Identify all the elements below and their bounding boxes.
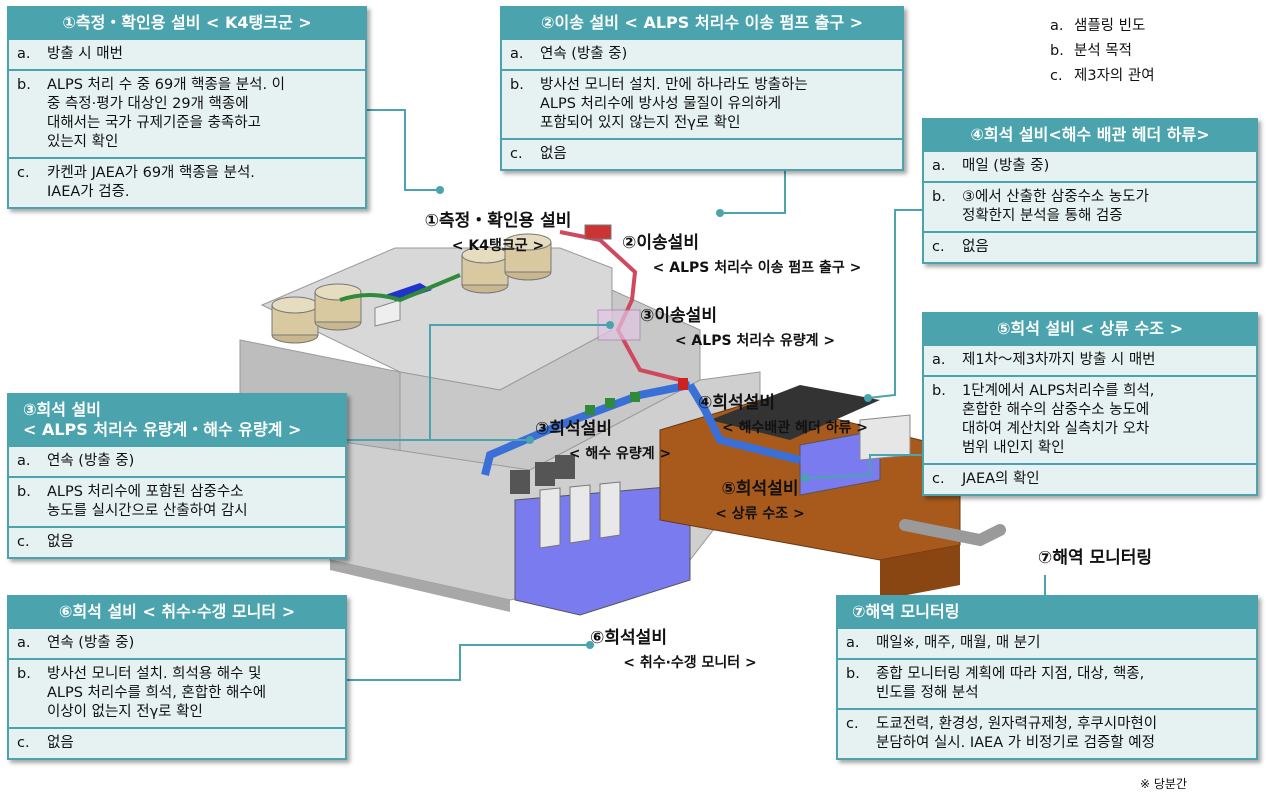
legend-item: a.샘플링 빈도 — [1050, 18, 1146, 34]
panel-row: a.제1차～제3차까지 방출 시 매번 — [924, 344, 1256, 375]
panel-row: a.연속 (방출 중) — [9, 445, 345, 476]
pump-house — [374, 299, 401, 327]
label-measurement-facility: ①측정・확인용 설비 < K4탱크군 > — [424, 211, 572, 254]
panel-row: c.없음 — [9, 526, 345, 557]
panel-sea-monitoring: ⑦해역 모니터링 a.매일※, 매주, 매월, 매 분기 b.종합 모니터링 계… — [836, 595, 1258, 760]
label-intake-monitor: ⑥희석설비 < 취수·수갱 모니터 > — [590, 628, 757, 671]
footnote: ※ 당분간 — [1140, 777, 1187, 791]
legend-item: b.분석 목적 — [1050, 43, 1132, 59]
label-sea-monitoring: ⑦해역 모니터링 — [1037, 548, 1153, 568]
panel-title: ⑤희석 설비 < 상류 수조 > — [924, 314, 1256, 344]
panel-row: b.종합 모니터링 계획에 따라 지점, 대상, 핵종, 빈도를 정해 분석 — [838, 658, 1256, 708]
panel-title: ①측정・확인용 설비 < K4탱크군 > — [9, 8, 365, 38]
panel-dilution-flowmeter: ③희석 설비 < ALPS 처리수 유량계・해수 유량계 > a.연속 (방출 … — [7, 393, 347, 559]
panel-title: ④희석 설비<해수 배관 헤더 하류> — [924, 120, 1256, 150]
connector-lines — [345, 109, 1046, 681]
panel-row: b.방사선 모니터 설치. 만에 하나라도 방출하는 ALPS 처리수에 방사성… — [502, 69, 902, 138]
platform-edge — [330, 560, 510, 612]
soil-side — [880, 545, 960, 600]
panel-row: b.③에서 산출한 삼중수소 농도가 정확한지 분석을 통해 검증 — [924, 181, 1256, 231]
legend-item: c.제3자의 관여 — [1050, 68, 1155, 84]
blue-pipe — [686, 382, 801, 464]
panel-row: a.매일※, 매주, 매월, 매 분기 — [838, 627, 1256, 658]
legend: a.샘플링 빈도 b.분석 목적 c.제3자의 관여 — [1050, 14, 1155, 89]
connector-dots — [436, 186, 872, 649]
panel-title: ③희석 설비 < ALPS 처리수 유량계・해수 유량계 > — [9, 395, 345, 445]
panel-row: c.JAEA의 확인 — [924, 463, 1256, 494]
seawater-pumps — [510, 455, 575, 494]
panel-row: b.ALPS 처리수에 포함된 삼중수소 농도를 실시간으로 산출하여 감시 — [9, 476, 345, 526]
panel-row: c.없음 — [9, 727, 345, 758]
panel-intake-monitor: ⑥희석 설비 < 취수·수갱 모니터 > a.연속 (방출 중) b.방사선 모… — [7, 595, 347, 760]
label-seawater-flowmeter: ③희석설비 < 해수 유량계 > — [535, 419, 672, 462]
red-valve — [678, 378, 688, 390]
panel-row: a.매일 (방출 중) — [924, 150, 1256, 181]
red-pipe — [559, 230, 681, 382]
panel-seawater-header: ④희석 설비<해수 배관 헤더 하류> a.매일 (방출 중) b.③에서 산출… — [922, 118, 1258, 264]
panel-row: b. 1단계에서 ALPS처리수를 희석, 혼합한 해수의 삼중수소 농도에 대… — [924, 375, 1256, 463]
panel-row: b.방사선 모니터 설치. 희석용 해수 및 ALPS 처리수를 희석, 혼합한… — [9, 658, 345, 727]
label-transfer-pump: ②이송설비 < ALPS 처리수 이송 펌프 출구 > — [622, 233, 862, 276]
panel-title: ②이송 설비 < ALPS 처리수 이송 펌프 출구 > — [502, 8, 902, 38]
dark-roof — [710, 385, 880, 440]
panel-row: c.도쿄전력, 환경성, 원자력규제청, 후쿠시마현이 분담하여 실시. IAE… — [838, 708, 1256, 758]
discharge-pipe — [899, 519, 1006, 547]
panel-title: ⑦해역 모니터링 — [838, 597, 1256, 627]
shaft-wall — [539, 487, 561, 549]
shaft-wall — [569, 484, 591, 544]
blue-pipe — [481, 381, 691, 476]
panel-measurement-facility: ①측정・확인용 설비 < K4탱크군 > a.방출 시 매번 b.ALPS 처리… — [7, 6, 367, 209]
green-valves — [585, 392, 640, 415]
label-alps-flowmeter: ③이송설비 < ALPS 처리수 유량계 > — [640, 306, 836, 349]
panel-row: a.연속 (방출 중) — [9, 627, 345, 658]
label-seawater-header: ④희석설비 < 해수배관 헤더 하류 > — [698, 393, 868, 436]
panel-row: a.방출 시 매번 — [9, 38, 365, 69]
green-pipe — [339, 273, 461, 303]
panel-transfer-facility: ②이송 설비 < ALPS 처리수 이송 펌프 출구 > a.연속 (방출 중)… — [500, 6, 904, 171]
k4-tanks — [271, 233, 552, 344]
panel-title: ⑥희석 설비 < 취수·수갱 모니터 > — [9, 597, 345, 627]
panel-row: c.카켄과 JAEA가 69개 핵종을 분석. IAEA가 검증. — [9, 157, 365, 207]
pump-unit — [584, 224, 612, 240]
panel-row: a.연속 (방출 중) — [502, 38, 902, 69]
panel-row: b.ALPS 처리 수 중 69개 핵종을 분석. 이 중 측정·평가 대상인 … — [9, 69, 365, 157]
label-upstream-tank: ⑤희석설비 < 상류 수조 > — [715, 479, 805, 522]
panel-row: c.없음 — [502, 138, 902, 169]
panel-row: c.없음 — [924, 231, 1256, 262]
shaft-wall — [599, 481, 621, 539]
panel-upstream-tank: ⑤희석 설비 < 상류 수조 > a.제1차～제3차까지 방출 시 매번 b. … — [922, 312, 1258, 496]
